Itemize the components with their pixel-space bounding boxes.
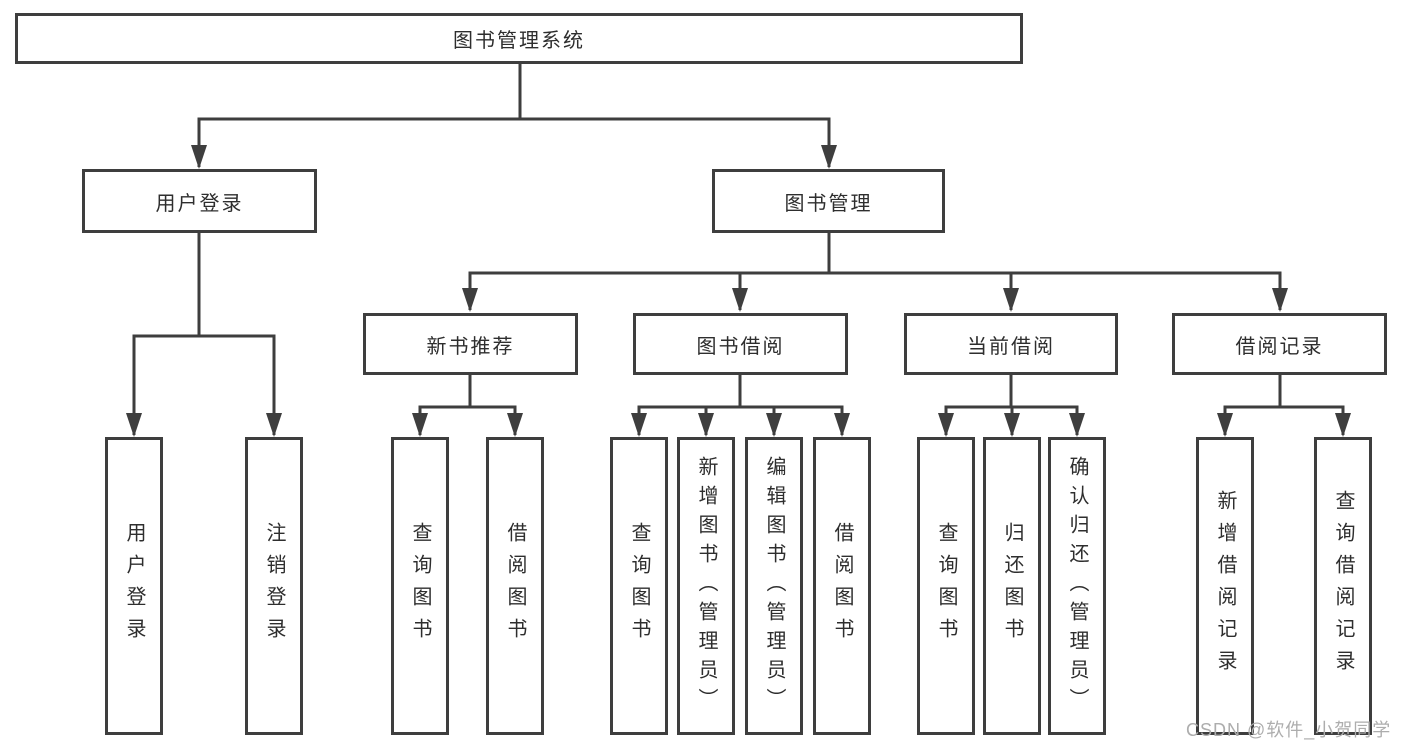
node-leaf-return-books: 归还图书	[983, 437, 1041, 735]
leaf-label: 查询图书	[409, 522, 431, 650]
leaf-label: 查询图书	[628, 522, 650, 650]
node-library-management-system: 图书管理系统	[15, 13, 1023, 64]
node-leaf-borrow-books-1: 借阅图书	[486, 437, 544, 735]
leaf-label: 用户登录	[123, 522, 145, 650]
node-leaf-add-borrow-record: 新增借阅记录	[1196, 437, 1254, 735]
node-book-borrowing: 图书借阅	[633, 313, 848, 375]
node-leaf-confirm-return-admin: 确认归还（管理员）	[1048, 437, 1106, 735]
node-user-login: 用户登录	[82, 169, 317, 233]
node-leaf-query-books-2: 查询图书	[610, 437, 668, 735]
node-borrowing-records: 借阅记录	[1172, 313, 1387, 375]
watermark: CSDN @软件_小贺同学	[1186, 720, 1392, 740]
leaf-label: 借阅图书	[504, 522, 526, 650]
leaf-label: 新增借阅记录	[1214, 490, 1236, 682]
leaf-label: 新增图书（管理员）	[695, 455, 717, 717]
leaf-label: 查询借阅记录	[1332, 490, 1354, 682]
leaf-label: 编辑图书（管理员）	[763, 455, 785, 717]
leaf-label: 查询图书	[935, 522, 957, 650]
leaf-label: 确认归还（管理员）	[1066, 455, 1088, 717]
node-new-book-recommendation: 新书推荐	[363, 313, 578, 375]
node-book-management: 图书管理	[712, 169, 945, 233]
node-leaf-add-book-admin: 新增图书（管理员）	[677, 437, 735, 735]
node-leaf-borrow-books-2: 借阅图书	[813, 437, 871, 735]
leaf-label: 借阅图书	[831, 522, 853, 650]
leaf-label: 注销登录	[263, 522, 285, 650]
node-leaf-edit-book-admin: 编辑图书（管理员）	[745, 437, 803, 735]
node-leaf-logout: 注销登录	[245, 437, 303, 735]
node-leaf-query-books-1: 查询图书	[391, 437, 449, 735]
node-leaf-query-borrow-record: 查询借阅记录	[1314, 437, 1372, 735]
node-leaf-query-books-3: 查询图书	[917, 437, 975, 735]
node-current-borrowing: 当前借阅	[904, 313, 1118, 375]
node-leaf-user-login: 用户登录	[105, 437, 163, 735]
leaf-label: 归还图书	[1001, 522, 1023, 650]
